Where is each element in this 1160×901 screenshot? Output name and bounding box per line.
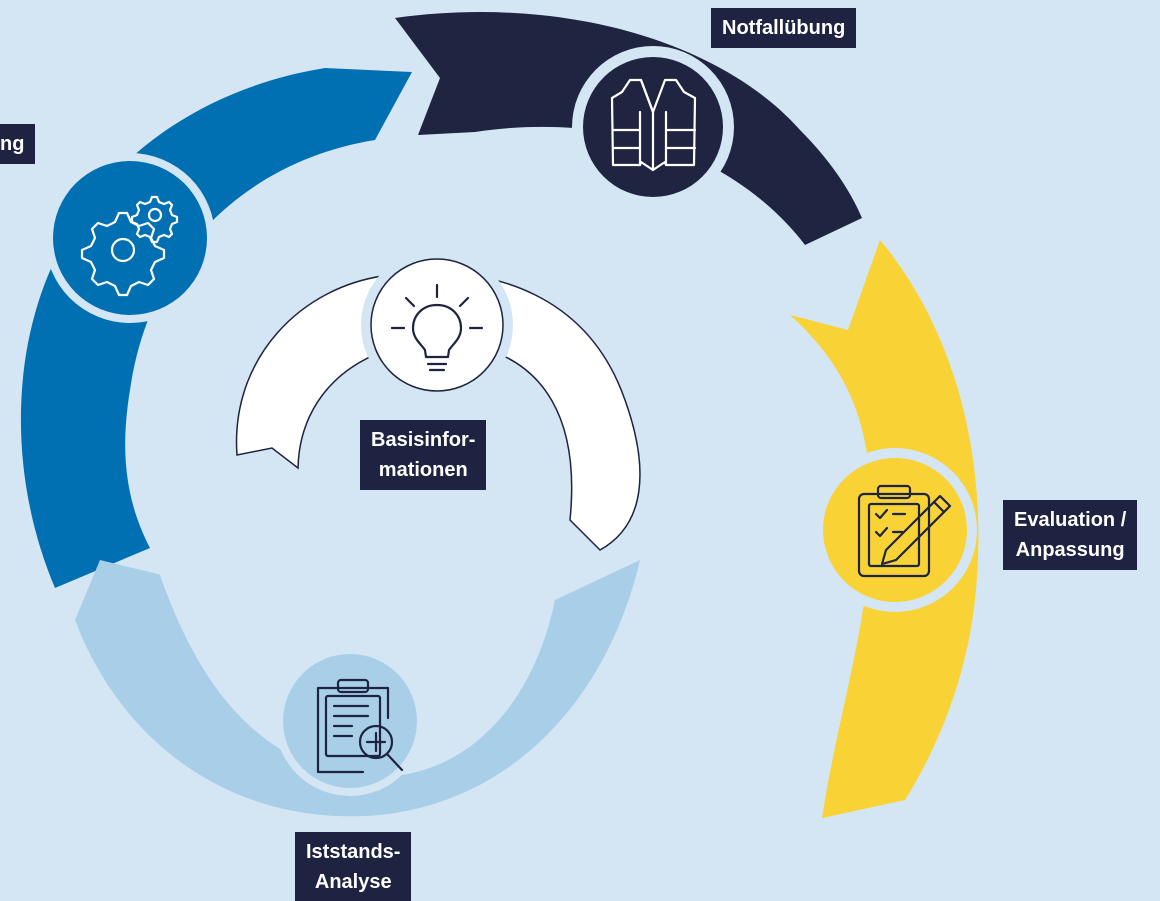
label-basis: Basisinfor- mationen <box>360 420 487 490</box>
icon-circle-evaluation <box>813 448 977 612</box>
gears-icon <box>80 195 179 297</box>
clipboard-magnifier-icon <box>316 678 404 774</box>
label-analyse: Iststands- Analyse <box>295 832 412 901</box>
label-basis-line1: Basisinfor- <box>371 429 476 451</box>
segment-analyse <box>75 560 640 817</box>
label-notfall: Notfallübung <box>711 8 857 48</box>
icon-circle-umsetzung <box>45 153 215 323</box>
label-evaluation-line1: Evaluation / <box>1014 509 1127 531</box>
icon-circle-analyse <box>275 646 425 796</box>
lightbulb-icon <box>390 283 484 372</box>
clipboard-pencil-icon <box>857 484 952 578</box>
label-umsetzung-text: ng <box>0 133 25 155</box>
label-evaluation-line2: Anpassung <box>1015 539 1125 561</box>
label-umsetzung-partial: ng <box>0 124 36 164</box>
label-evaluation: Evaluation / Anpassung <box>1003 500 1138 570</box>
label-analyse-line2: Analyse <box>314 871 392 893</box>
label-notfall-text: Notfallübung <box>722 17 846 39</box>
label-basis-line2: mationen <box>378 459 468 481</box>
icon-circle-basis <box>361 249 513 401</box>
label-analyse-line1: Iststands- <box>306 841 401 863</box>
safety-vest-icon <box>610 78 697 172</box>
